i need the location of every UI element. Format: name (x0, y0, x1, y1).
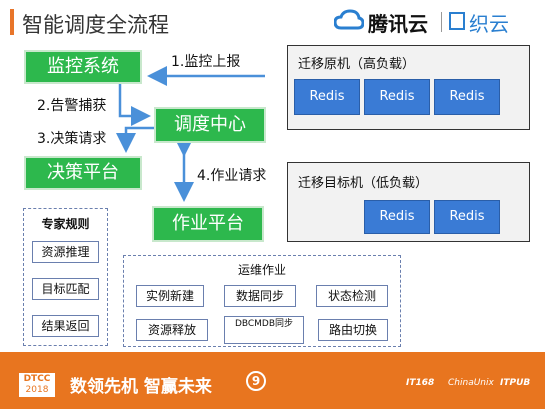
expert-step: 结果返回 (32, 315, 99, 337)
ops-step: 资源释放 (136, 319, 208, 341)
monitor-system-node: 监控系统 (24, 50, 142, 84)
title-accent-bar (10, 9, 14, 35)
ops-step: DBCMDB同步 (224, 316, 304, 344)
tencent-cloud-brand: 腾讯云 (368, 12, 428, 36)
ops-step: 数据同步 (224, 285, 296, 307)
sponsor-logo: ChinaUnix (448, 378, 494, 388)
footer-slogan: 数领先机 智赢未来 (70, 377, 212, 397)
expert-step: 资源推理 (32, 241, 99, 263)
step1-label: 1.监控上报 (171, 54, 241, 70)
footer-banner (0, 352, 545, 409)
arrow-alert-capture (118, 84, 151, 126)
redis-instance: Redis (364, 79, 430, 115)
decision-platform-node: 决策平台 (24, 156, 142, 190)
step3-label: 3.决策请求 (37, 131, 107, 147)
brand-divider (441, 12, 442, 32)
sponsor-logo: IT168 (406, 378, 435, 388)
redis-instance: Redis (434, 79, 500, 115)
step4-label: 4.作业请求 (197, 168, 267, 184)
ops-jobs-panel: 运维作业 实例新建 数据同步 状态检测 路由切换 DBCMDB同步 资源释放 (123, 255, 401, 347)
redis-instance: Redis (364, 200, 430, 234)
job-platform-node: 作业平台 (152, 206, 264, 242)
source-machine-box: 迁移原机（高负载） Redis Redis Redis (287, 45, 530, 130)
ops-step: 状态检测 (316, 285, 388, 307)
target-machine-title: 迁移目标机（低负载） (298, 176, 429, 191)
expert-step: 目标匹配 (32, 278, 99, 300)
tencent-cloud-icon (334, 9, 364, 30)
dtcc-logo-name: DTCC (23, 374, 51, 384)
expert-rules-panel: 专家规则 资源推理 目标匹配 结果返回 (23, 208, 108, 346)
ops-jobs-title: 运维作业 (237, 263, 286, 277)
zhiyun-logo-icon (449, 12, 465, 30)
step2-label: 2.告警捕获 (37, 98, 107, 114)
source-machine-title: 迁移原机（高负载） (298, 57, 416, 72)
arrow-decision-request (116, 126, 154, 153)
redis-instance: Redis (434, 200, 500, 234)
zhiyun-brand: 织云 (469, 12, 509, 36)
dtcc-logo: DTCC 2018 (19, 373, 55, 397)
redis-instance: Redis (294, 79, 360, 115)
dtcc-logo-year: 2018 (25, 385, 49, 395)
expert-rules-title: 专家规则 (41, 217, 90, 231)
page-title: 智能调度全流程 (22, 13, 169, 37)
dispatch-center-node: 调度中心 (154, 107, 266, 143)
ops-step: 路由切换 (318, 319, 388, 341)
ops-step: 实例新建 (136, 285, 204, 307)
target-machine-box: 迁移目标机（低负载） Redis Redis (287, 162, 530, 242)
sponsor-logo: ITPUB (500, 378, 531, 388)
edition-badge: 9 (246, 371, 266, 391)
